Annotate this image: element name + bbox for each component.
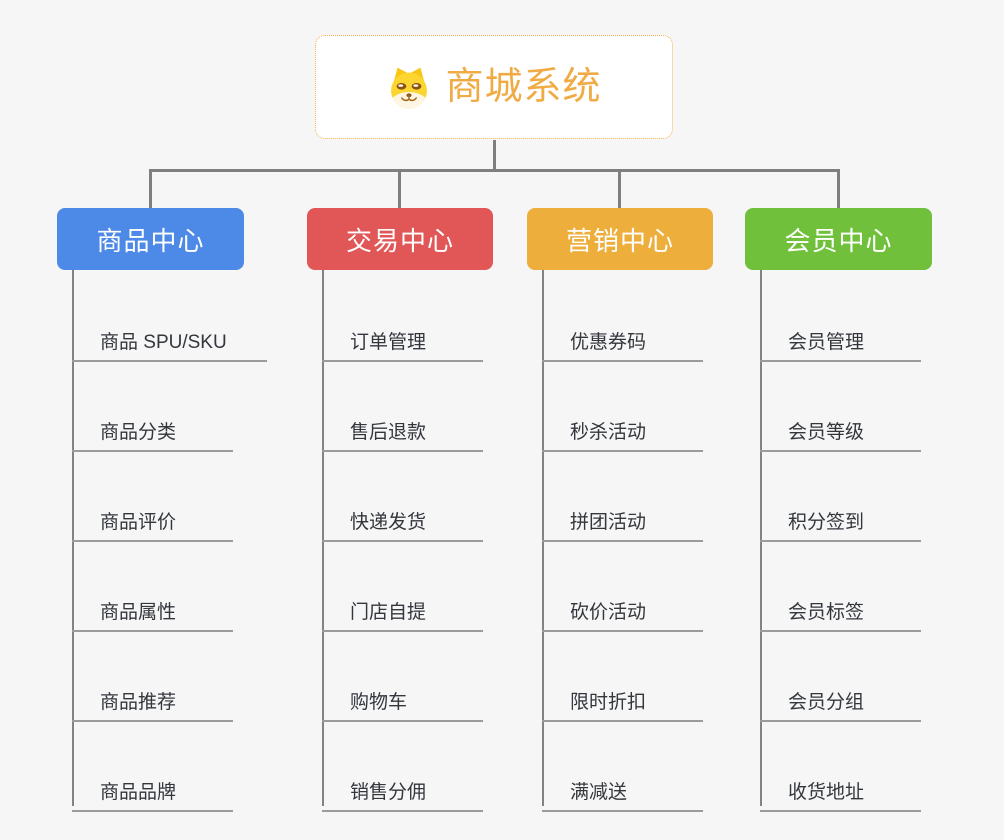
leaf-marketing-center-6[interactable]: 满减送 xyxy=(542,760,703,812)
leaf-trade-center-3[interactable]: 快递发货 xyxy=(322,490,483,542)
connector-bus-line xyxy=(149,169,840,172)
doge-icon xyxy=(391,67,428,109)
leaf-product-center-6[interactable]: 商品品牌 xyxy=(72,760,233,812)
leaf-trade-center-4[interactable]: 门店自提 xyxy=(322,580,483,632)
leaf-product-center-3[interactable]: 商品评价 xyxy=(72,490,233,542)
branch-header-marketing-center[interactable]: 营销中心 xyxy=(527,208,713,270)
leaf-member-center-1[interactable]: 会员管理 xyxy=(760,310,921,362)
branch-header-product-center[interactable]: 商品中心 xyxy=(57,208,244,270)
leaf-marketing-center-1[interactable]: 优惠券码 xyxy=(542,310,703,362)
leaf-member-center-4[interactable]: 会员标签 xyxy=(760,580,921,632)
branch-header-trade-center[interactable]: 交易中心 xyxy=(307,208,493,270)
root-title: 商城系统 xyxy=(445,66,602,108)
leaf-marketing-center-5[interactable]: 限时折扣 xyxy=(542,670,703,722)
branch-header-member-center[interactable]: 会员中心 xyxy=(745,208,932,270)
leaf-member-center-6[interactable]: 收货地址 xyxy=(760,760,921,812)
branch-trunk-trade-center xyxy=(322,270,324,806)
leaf-marketing-center-2[interactable]: 秒杀活动 xyxy=(542,400,703,452)
connector-drop-marketing-center xyxy=(618,169,621,208)
leaf-marketing-center-4[interactable]: 砍价活动 xyxy=(542,580,703,632)
leaf-trade-center-6[interactable]: 销售分佣 xyxy=(322,760,483,812)
leaf-marketing-center-3[interactable]: 拼团活动 xyxy=(542,490,703,542)
branch-trunk-member-center xyxy=(760,270,762,806)
branch-trunk-marketing-center xyxy=(542,270,544,806)
connector-drop-member-center xyxy=(837,169,840,208)
connector-root-stub xyxy=(493,140,496,170)
branch-trunk-product-center xyxy=(72,270,74,806)
leaf-product-center-5[interactable]: 商品推荐 xyxy=(72,670,233,722)
leaf-trade-center-5[interactable]: 购物车 xyxy=(322,670,483,722)
leaf-product-center-4[interactable]: 商品属性 xyxy=(72,580,233,632)
connector-drop-product-center xyxy=(149,169,152,208)
leaf-member-center-3[interactable]: 积分签到 xyxy=(760,490,921,542)
leaf-member-center-5[interactable]: 会员分组 xyxy=(760,670,921,722)
leaf-member-center-2[interactable]: 会员等级 xyxy=(760,400,921,452)
leaf-trade-center-2[interactable]: 售后退款 xyxy=(322,400,483,452)
root-node[interactable]: 商城系统 xyxy=(315,35,673,139)
leaf-product-center-2[interactable]: 商品分类 xyxy=(72,400,233,452)
leaf-product-center-1[interactable]: 商品 SPU/SKU xyxy=(72,310,267,362)
connector-drop-trade-center xyxy=(398,169,401,208)
leaf-trade-center-1[interactable]: 订单管理 xyxy=(322,310,483,362)
